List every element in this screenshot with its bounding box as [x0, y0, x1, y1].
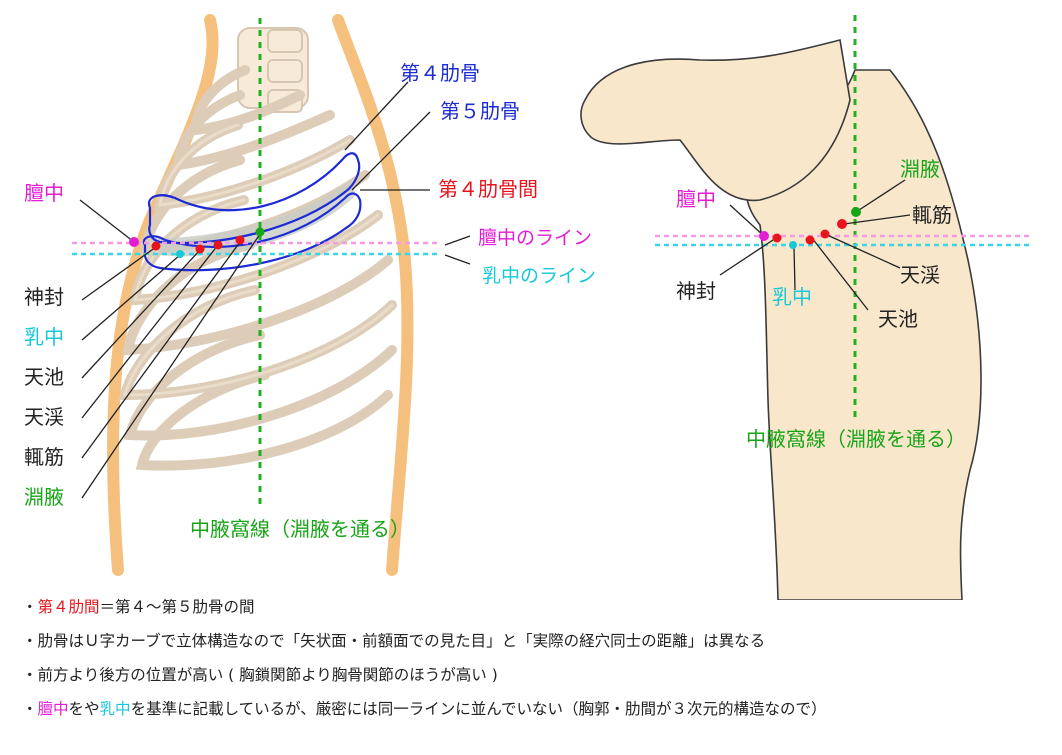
shinpu-label-right: 神封 — [676, 279, 716, 303]
note-3-text: 前方より後方の位置が高い ( 胸鎖関節より胸骨関節のほうが高い ) — [37, 666, 498, 684]
note-3: ・前方より後方の位置が高い ( 胸鎖関節より胸骨関節のほうが高い ) — [22, 658, 1052, 692]
leader-lines-right — [719, 179, 911, 311]
note-bullet: ・ — [22, 666, 38, 684]
mid-axillary-label-left: 中腋窩線（淵腋を通る） — [190, 517, 410, 541]
note-4: ・膻中をや乳中を基準に記載しているが、厳密には同一ラインに並んでいない（胸郭・肋… — [22, 692, 1052, 726]
note-bullet: ・ — [22, 632, 38, 650]
note-bullet: ・ — [22, 598, 38, 616]
note-4-text: を基準に記載しているが、厳密には同一ラインに並んでいない（胸郭・肋間が３次元的構… — [130, 700, 827, 718]
nyuchu-label-right: 乳中 — [772, 285, 812, 309]
tenkei-point — [213, 240, 223, 250]
tenkei-label-right: 天渓 — [900, 263, 940, 287]
note-bullet: ・ — [22, 700, 38, 718]
danchu-label-right: 膻中 — [676, 187, 716, 211]
danchu-line-label: 膻中のライン — [478, 227, 592, 249]
nyuchu-point — [176, 250, 184, 258]
note-1-text: ＝第４～第５肋骨の間 — [99, 598, 255, 616]
danchu-point-right — [759, 231, 769, 241]
chokukin-point — [235, 235, 245, 245]
rib-cage-figure: 第４肋骨 第５肋骨 第４肋骨間 膻中のライン 乳中のライン 膻中 神封 乳中 天… — [24, 14, 596, 576]
nyuchu-label-left: 乳中 — [24, 325, 64, 349]
tenchi-point — [195, 244, 205, 254]
rib-5-label: 第５肋骨 — [440, 99, 520, 123]
note-4-mid: をや — [68, 700, 100, 718]
acupoint-diagram: 第４肋骨 第５肋骨 第４肋骨間 膻中のライン 乳中のライン 膻中 神封 乳中 天… — [24, 14, 1030, 600]
chokukin-point-right — [837, 219, 847, 229]
note-1: ・第４肋間＝第４～第５肋骨の間 — [22, 590, 1052, 624]
tenchi-label-right: 天池 — [878, 307, 918, 331]
danchu-label-left: 膻中 — [24, 181, 64, 205]
side-view-figure: 淵腋 輒筋 膻中 天渓 神封 乳中 天池 中腋窩線（淵腋を通る） — [580, 15, 1030, 600]
shinpu-label-left: 神封 — [24, 285, 64, 309]
chokukin-label-left: 輒筋 — [24, 445, 64, 469]
leader-lines-left — [79, 81, 471, 499]
tenchi-point-right — [805, 235, 815, 245]
notes-list: ・第４肋間＝第４～第５肋骨の間 ・肋骨はＵ字カーブで立体構造なので「矢状面・前額… — [22, 590, 1052, 726]
danchu-point — [129, 237, 139, 247]
nyuchu-line-label: 乳中のライン — [482, 265, 596, 287]
mid-axillary-label-right: 中腋窩線（淵腋を通る） — [746, 427, 966, 451]
shinpu-point — [151, 241, 161, 251]
eneki-label-right: 淵腋 — [900, 157, 940, 181]
tenkei-label-left: 天渓 — [24, 405, 64, 429]
note-2-text: 肋骨はＵ字カーブで立体構造なので「矢状面・前額面での見た目」と「実際の経穴同士の… — [37, 632, 766, 650]
eneki-label-left: 淵腋 — [24, 485, 64, 509]
intercostal-4-label: 第４肋骨間 — [438, 177, 538, 201]
tenkei-point-right — [820, 229, 830, 239]
note-2: ・肋骨はＵ字カーブで立体構造なので「矢状面・前額面での見た目」と「実際の経穴同士… — [22, 624, 1052, 658]
eneki-point-right — [851, 207, 861, 217]
right-body-contour — [332, 14, 414, 576]
ribs-outline — [123, 123, 394, 397]
chokukin-label-right: 輒筋 — [912, 203, 952, 227]
nyuchu-point-right — [789, 241, 797, 249]
intercostal-space-4 — [150, 180, 356, 257]
eneki-point — [255, 227, 265, 237]
note-4-highlight-2: 乳中 — [99, 700, 131, 718]
tenchi-label-left: 天池 — [24, 365, 64, 389]
note-4-highlight-1: 膻中 — [37, 700, 69, 718]
note-1-highlight: 第４肋間 — [37, 598, 100, 616]
shinpu-point-right — [772, 233, 782, 243]
raised-arm-outline — [580, 39, 851, 202]
rib-4-label: 第４肋骨 — [400, 61, 480, 85]
